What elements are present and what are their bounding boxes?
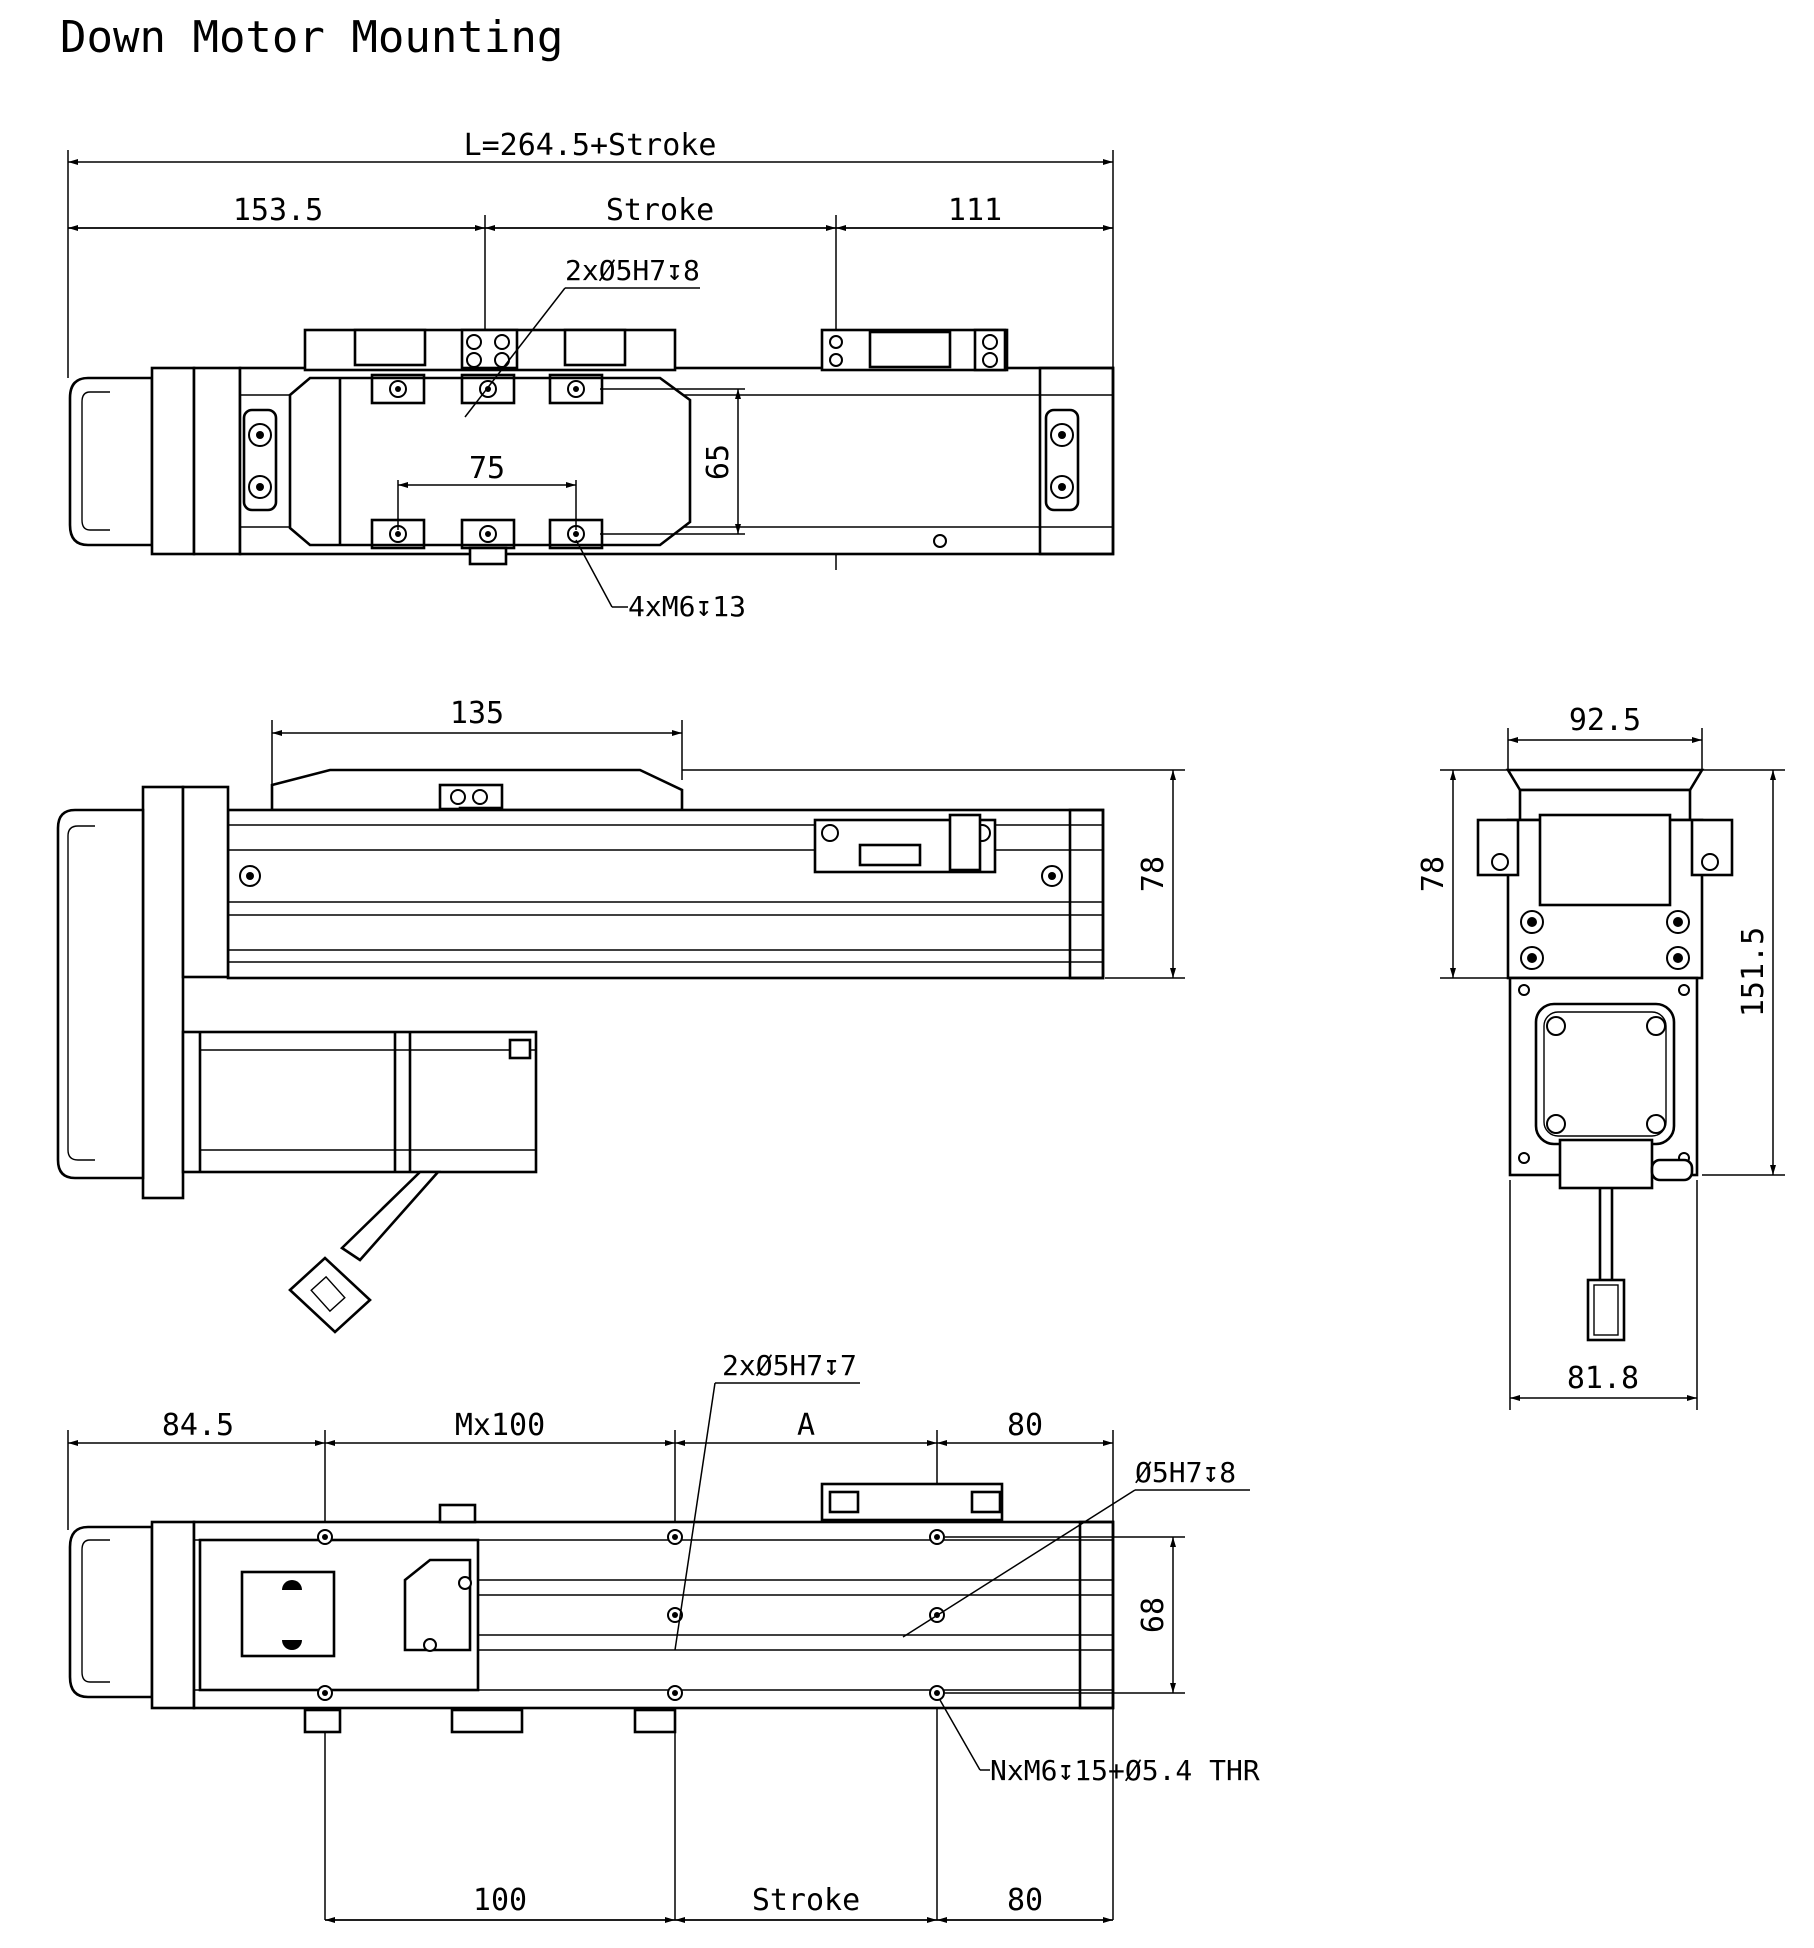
end-total-height-label: 151.5	[1736, 927, 1771, 1017]
bottom-thread-note: NxM6↧15+Ø5.4 THR	[990, 1754, 1260, 1787]
bottom-pin-hole-note: 2xØ5H7↧7	[722, 1349, 857, 1382]
end-view: 92.5 78 151.5 81.8	[1416, 703, 1785, 1410]
bottom-first-label: 100	[473, 1883, 527, 1918]
side-motor	[181, 1030, 538, 1174]
side-flange	[141, 785, 185, 1200]
drawing-title: Down Motor Mounting	[60, 12, 563, 63]
bottom-hole-spacing-y-label: 68	[1136, 1597, 1171, 1633]
side-view: 135 78	[56, 696, 1185, 1334]
stroke-label: Stroke	[606, 193, 714, 228]
end-height-label: 78	[1416, 856, 1451, 892]
top-thread-note: 4xM6↧13	[628, 590, 746, 623]
motor-end-cap	[68, 376, 154, 547]
end-bottom-width-label: 81.8	[1567, 1361, 1639, 1396]
bottom-last-label: 80	[1007, 1883, 1043, 1918]
end-top-width-label: 92.5	[1569, 703, 1641, 738]
left-offset-label: 153.5	[233, 193, 323, 228]
top-pin-hole-note: 2xØ5H7↧8	[565, 254, 700, 287]
bottom-stroke-label: Stroke	[752, 1883, 860, 1918]
bottom-view: 84.5 Mx100 A 80	[67, 1349, 1260, 1923]
carriage-length-label: 135	[450, 696, 504, 731]
bottom-pin-hole-note-2: Ø5H7↧8	[1135, 1456, 1236, 1489]
top-view: L=264.5+Stroke 153.5 Stroke 111	[67, 128, 1115, 623]
side-cable-connector	[288, 1256, 372, 1334]
hole-spacing-x-label: 75	[469, 451, 505, 486]
side-height-label: 78	[1136, 856, 1171, 892]
carriage	[288, 376, 692, 547]
motor-flange	[150, 366, 196, 556]
bottom-a-label: A	[797, 1408, 815, 1443]
bottom-right-offset-label: 80	[1007, 1408, 1043, 1443]
bottom-left-offset-label: 84.5	[162, 1408, 234, 1443]
bottom-hole-pitch-label: Mx100	[455, 1408, 545, 1443]
side-motor-cap	[56, 808, 145, 1180]
right-offset-label: 111	[948, 193, 1002, 228]
hole-spacing-y-label: 65	[701, 444, 736, 480]
overall-length-label: L=264.5+Stroke	[464, 128, 717, 163]
